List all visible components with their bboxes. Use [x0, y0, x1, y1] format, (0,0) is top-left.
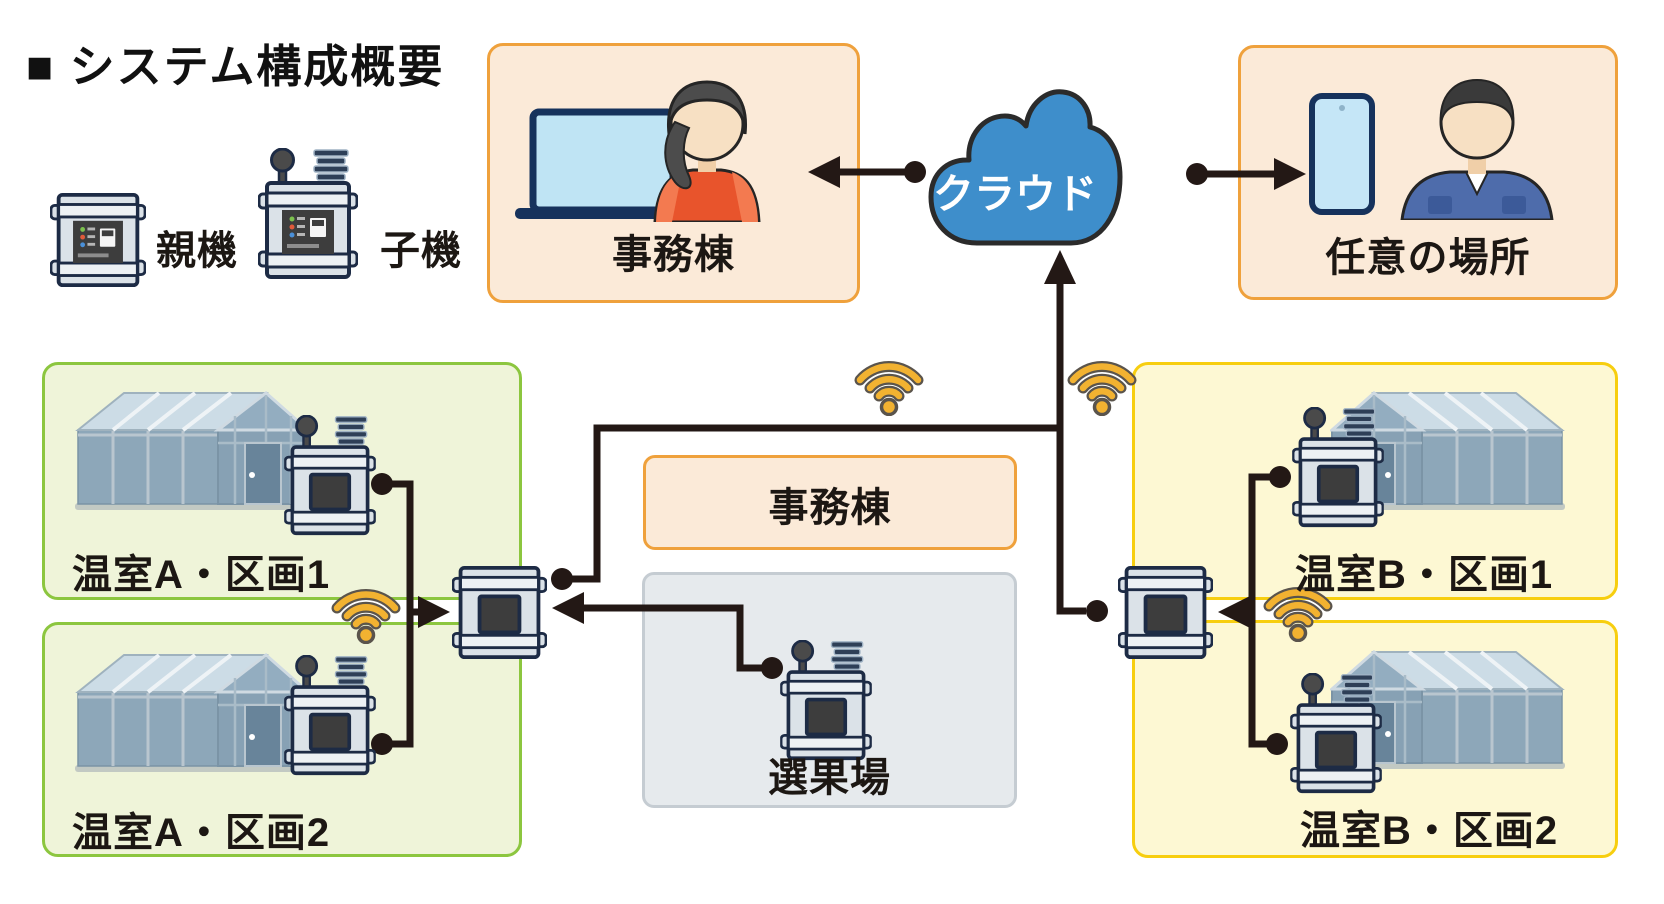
- office-mid-box: [643, 455, 1017, 550]
- parent-unit-device-icon: [1118, 565, 1213, 660]
- arrow-into-anywhere: [1274, 158, 1306, 190]
- parent-unit-device-icon: [50, 192, 146, 288]
- wifi-icon: [330, 580, 402, 644]
- wifi-icon: [853, 352, 925, 416]
- legend-child-label: 子機: [380, 229, 462, 273]
- page-title: ■ システム構成概要: [26, 41, 445, 92]
- dot-cloud-left: [904, 161, 926, 183]
- office-top-label: 事務棟: [612, 233, 735, 277]
- arrow-sorting-into-parent: [552, 592, 584, 624]
- arrow-into-parent-left: [418, 596, 450, 628]
- line-parent-left-to-trunk: [562, 424, 1060, 583]
- dot-a1-child: [371, 473, 393, 495]
- child-unit-device-icon: [1292, 407, 1384, 528]
- child-unit-device-icon: [284, 655, 376, 776]
- child-unit-device-icon: [780, 640, 872, 761]
- sorting-house-label: 選果場: [768, 756, 891, 800]
- dot-parent-left: [551, 568, 573, 590]
- cloud-label: クラウド: [933, 171, 1097, 217]
- child-unit-device-icon: [284, 415, 376, 536]
- dot-parent-right: [1086, 600, 1108, 622]
- greenhouse-b2-label: 温室B・区画2: [1300, 809, 1559, 853]
- anywhere-label: 任意の場所: [1325, 236, 1531, 280]
- dot-b2-child: [1266, 733, 1288, 755]
- office-mid-label: 事務棟: [768, 486, 892, 530]
- legend-parent-label: 親機: [156, 229, 238, 273]
- dot-a2-child: [371, 733, 393, 755]
- parent-unit-device-icon: [452, 565, 547, 660]
- greenhouse-b1-label: 温室B・区画1: [1295, 553, 1554, 597]
- child-unit-device-icon: [1290, 673, 1382, 794]
- dot-sorting-child: [761, 657, 783, 679]
- wifi-icon: [1066, 352, 1138, 416]
- greenhouse-a1-label: 温室A・区画1: [72, 553, 331, 597]
- dot-b1-child: [1269, 466, 1291, 488]
- line-sorting-to-parent-left: [568, 604, 772, 672]
- dot-cloud-right: [1186, 163, 1208, 185]
- arrow-into-parent-right: [1218, 596, 1250, 628]
- arrow-into-office: [808, 156, 840, 188]
- line-trunk-to-parent-right: [1056, 428, 1086, 615]
- greenhouse-a2-label: 温室A・区画2: [72, 811, 331, 855]
- arrow-up-into-cloud: [1044, 250, 1076, 284]
- child-unit-device-icon: [258, 148, 358, 280]
